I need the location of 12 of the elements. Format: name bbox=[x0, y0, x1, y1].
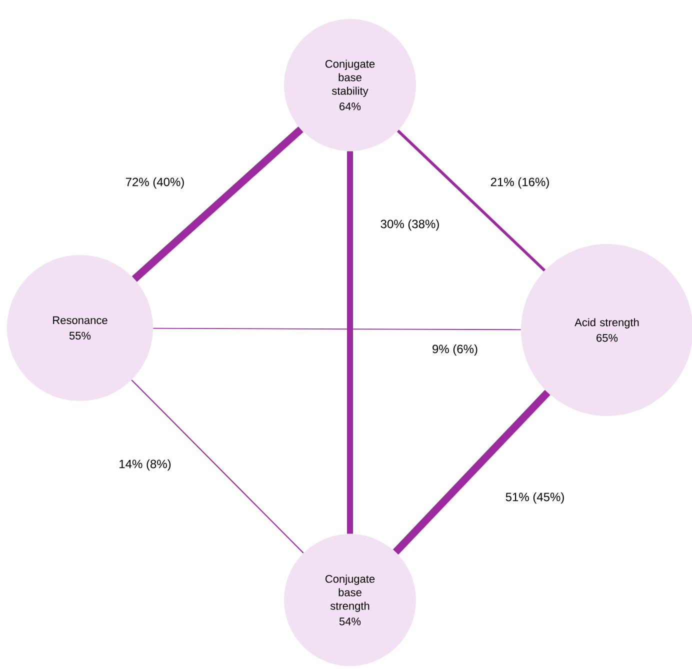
edge-label: 51% (45%) bbox=[504, 490, 566, 506]
edge-label: 72% (40%) bbox=[124, 176, 186, 190]
edge-label: 21% (16%) bbox=[488, 176, 552, 190]
edge-label: 9% (6%) bbox=[430, 342, 480, 358]
connector-line bbox=[131, 380, 304, 554]
connector-line bbox=[132, 126, 304, 282]
edge-label: 30% (38%) bbox=[378, 218, 442, 232]
connector-line bbox=[152, 328, 522, 330]
connector-line bbox=[396, 130, 546, 272]
connector-line bbox=[392, 390, 550, 555]
edge-label: 14% (8%) bbox=[117, 458, 173, 472]
connector-line bbox=[347, 151, 353, 534]
